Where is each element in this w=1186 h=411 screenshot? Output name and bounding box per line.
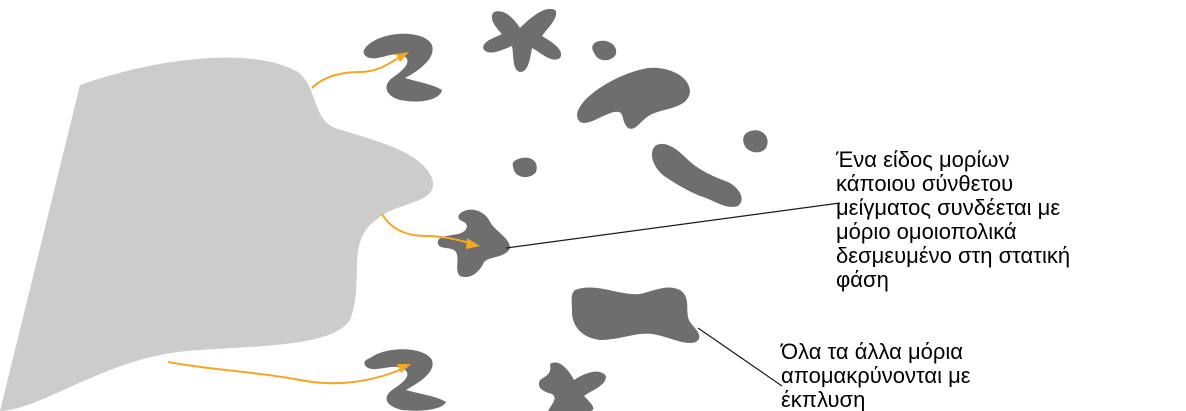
washed-label-line: απομακρύνονται με xyxy=(781,363,971,388)
bound-molecule-label: Ένα είδος μορίων κάποιου σύνθετου μείγμα… xyxy=(836,148,1070,292)
bound-label-line: μόριο ομοιοπολικά xyxy=(836,219,1017,244)
molecule-small-mid xyxy=(743,130,768,153)
molecule-s-bottom xyxy=(364,349,446,411)
arrow-bottom xyxy=(167,361,405,385)
washed-molecules-label: Όλα τα άλλα μόρια απομακρύνονται με έκπλ… xyxy=(781,340,971,411)
arrow-bottom-head xyxy=(397,364,411,373)
stationary-phase-blob xyxy=(0,57,433,411)
molecule-bowtie xyxy=(571,287,700,343)
arrow-top-head xyxy=(396,52,409,62)
molecule-small-center xyxy=(512,157,537,178)
leader-line-washed xyxy=(697,327,783,387)
bound-label-line: φάση xyxy=(836,267,889,292)
arrow-middle-head xyxy=(466,238,480,249)
bound-label-line: Ένα είδος μορίων xyxy=(836,147,1010,172)
molecule-s-top xyxy=(363,33,442,102)
washed-label-line: έκπλυση xyxy=(781,387,866,411)
molecule-small-upper xyxy=(592,40,617,61)
leader-line-bound xyxy=(505,202,841,249)
molecule-star-top xyxy=(483,8,562,72)
arrow-top xyxy=(311,55,403,89)
arrow-middle xyxy=(381,213,475,245)
molecule-elongated-upper xyxy=(577,67,690,129)
molecule-star-bottom xyxy=(538,362,606,411)
bound-label-line: δεσμευμένο στη στατική xyxy=(836,243,1071,268)
molecule-wavy xyxy=(651,143,742,207)
washed-label-line: Όλα τα άλλα μόρια xyxy=(781,339,963,364)
bound-label-line: κάποιου σύνθετου xyxy=(836,171,1014,196)
bound-label-line: μείγματος συνδέεται με xyxy=(836,195,1061,220)
